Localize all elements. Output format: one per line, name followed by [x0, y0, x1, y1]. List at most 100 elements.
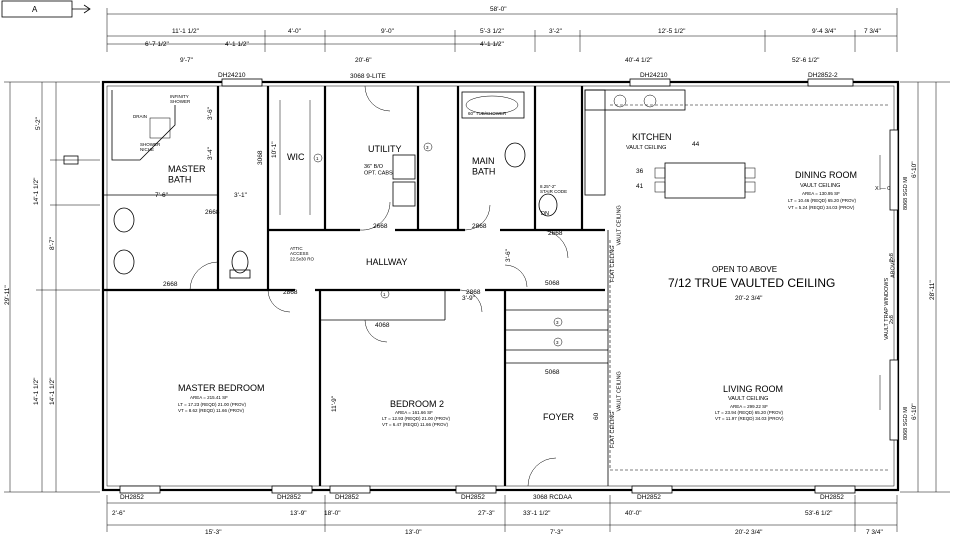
misc-label-3: 10'-1": [271, 141, 278, 158]
living-vt-label: VT = 11.97 (REQD) 34.03 (PROV): [715, 416, 784, 421]
door-swings: [189, 85, 569, 487]
foyer-label: FOYER: [543, 412, 575, 422]
top-dim-4: 5'-3 1/2": [480, 28, 504, 35]
keynote-3: 3: [426, 145, 429, 150]
misc-label-6: 11'-9": [331, 395, 338, 412]
left-dimensions: 5'-2" 14'-1 1/2" 8'-7" 29'-11" 14'-1 1/2…: [4, 81, 100, 493]
overall-width: 58'-0": [490, 6, 507, 13]
window-bottom-6: DH2852: [637, 494, 661, 501]
misc-label-7: 3'-4": [207, 146, 214, 160]
right-dim-3: 6'-10": [911, 403, 918, 420]
x-zero-label: X — 0: [875, 186, 890, 192]
vaulted-ceiling-label: 7/12 TRUE VAULTED CEILING: [668, 276, 835, 290]
keynote-1: 1: [316, 156, 319, 161]
misc-label-10: 41: [636, 183, 644, 190]
bottom-dim-6: 40'-0": [625, 510, 642, 517]
vaulted-dim-label: 20'-2 3/4": [735, 295, 763, 302]
dining-room-label: DINING ROOM: [795, 170, 857, 180]
top-dim-row3-2: 20'-6": [355, 57, 372, 64]
door-label-5: 2868: [472, 223, 487, 230]
sgd-label-1: 8068 SGD MI: [903, 176, 909, 210]
bed2-area-label: AREA = 161.66 SF: [395, 410, 433, 415]
sgd-label-2: 8068 SGD MI: [903, 406, 909, 440]
door-label-3: 2668: [205, 209, 220, 216]
interior-walls: [103, 86, 890, 486]
entry-door-label: 3068 RCDAA: [533, 494, 573, 501]
utility-label: UTILITY: [368, 144, 402, 154]
window-bottom-2: DH2852: [277, 494, 301, 501]
stair-code-label: 8.25"-2"STAIR CODE: [540, 184, 567, 194]
master-area-label: AREA = 215.41 SF: [190, 395, 228, 400]
window-bottom-4: DH2852: [461, 494, 485, 501]
dining-ceiling-label: VAULT CEILING: [800, 183, 840, 189]
misc-label-5: 3'-9": [462, 295, 476, 302]
top-dim-row3-1: 9'-7": [180, 57, 194, 64]
bottom-dim-row2-3: 7'-3": [550, 529, 564, 536]
top-dim-6: 12'-5 1/2": [658, 28, 686, 35]
bed2-lt-label: LT = 12.93 (REQD) 21.00 (PROV): [382, 416, 450, 421]
misc-label-4: 3'-6": [207, 106, 214, 120]
door-label-8: 5068: [545, 280, 560, 287]
flat-ceiling-label-1: FLAT CEILINGVAULT CEILING: [610, 205, 622, 282]
living-room-label: LIVING ROOM: [723, 384, 783, 394]
misc-label-9: 36: [636, 168, 644, 175]
misc-label-12: 60: [593, 412, 600, 420]
left-dim-2: 14'-1 1/2": [33, 177, 40, 205]
door-label-10: 2668: [548, 230, 563, 237]
wic-label: WIC: [287, 152, 305, 162]
top-dim-7: 9'-4 3/4": [812, 28, 836, 35]
keynote-5: 3: [556, 340, 559, 345]
window-top-1: DH24210: [218, 72, 246, 79]
dining-area-label: AREA = 130.95 SF: [802, 191, 840, 196]
bottom-dim-4: 27'-3": [478, 510, 495, 517]
door-label-11: 3068: [257, 150, 264, 165]
master-bedroom-label: MASTER BEDROOM: [178, 383, 265, 393]
bottom-windows: DH2852 DH2852 DH2852 DH2852 3068 RCDAA D…: [119, 485, 856, 501]
misc-label-2: 3'-1": [234, 192, 248, 199]
top-dim-row3-4: 52'-6 1/2": [792, 57, 820, 64]
master-vt-label: VT = 8.62 (REQD) 11.66 (PROV): [178, 408, 244, 413]
left-dim-1: 5'-2": [35, 116, 42, 130]
bottom-dim-5: 33'-1 1/2": [523, 510, 551, 517]
door-label-2: 2868: [283, 289, 298, 296]
keynotes: 1 1 3 3 3: [313, 142, 563, 347]
dining-lt-label: LT = 10.46 (REQD) 65.20 (PROV): [788, 198, 856, 203]
keynote-4: 3: [556, 320, 559, 325]
door-label-4: 2668: [373, 223, 388, 230]
door-label-1: 2668: [163, 281, 178, 288]
top-dim-8: 7 3/4": [864, 28, 881, 35]
misc-label-11: 44: [692, 141, 700, 148]
sliding-doors: [879, 129, 899, 441]
left-dim-5: 14'-1 1/2": [33, 377, 40, 405]
window-top-4: DH2852-2: [808, 72, 838, 79]
right-dimensions: 28'-11" 6'-10" 6'-10": [900, 81, 950, 493]
flat-ceiling-label-2: FLAT CEILINGVAULT CEILING: [610, 371, 622, 448]
misc-label-1: 7'-6": [155, 192, 169, 199]
top-dimensions: 58'-0" 11'-1 1/2" 4'-0" 9'-0" 5'-3 1/2" …: [106, 6, 898, 64]
hallway-label: HALLWAY: [366, 257, 407, 267]
top-dim-row2-3: 4'-1 1/2": [480, 41, 504, 48]
drain-label: DRAIN: [133, 114, 147, 119]
door-label-9: 5068: [545, 369, 560, 376]
top-dim-row3-3: 40'-4 1/2": [625, 57, 653, 64]
left-dim-4: 29'-11": [4, 285, 11, 305]
top-dim-row2-2: 4'-1 1/2": [225, 41, 249, 48]
top-dim-2: 4'-0": [288, 28, 302, 35]
exterior-wall: [101, 80, 900, 492]
dining-vt-label: VT = 5.24 (REQD) 34.03 (PROV): [788, 205, 855, 210]
tub-label: 60" TUB/SHOWER: [468, 111, 507, 116]
door-label-7: 4068: [375, 322, 390, 329]
bedroom-2-label: BEDROOM 2: [390, 399, 444, 409]
top-dim-1: 11'-1 1/2": [172, 28, 200, 35]
misc-label-13: 2x8: [889, 253, 895, 262]
living-lt-label: LT = 23.94 (REQD) 65.20 (PROV): [715, 410, 783, 415]
door-label-6: 2868: [466, 289, 481, 296]
window-bottom-7: DH2852: [820, 494, 844, 501]
misc-label-14: 2x8: [889, 315, 895, 324]
